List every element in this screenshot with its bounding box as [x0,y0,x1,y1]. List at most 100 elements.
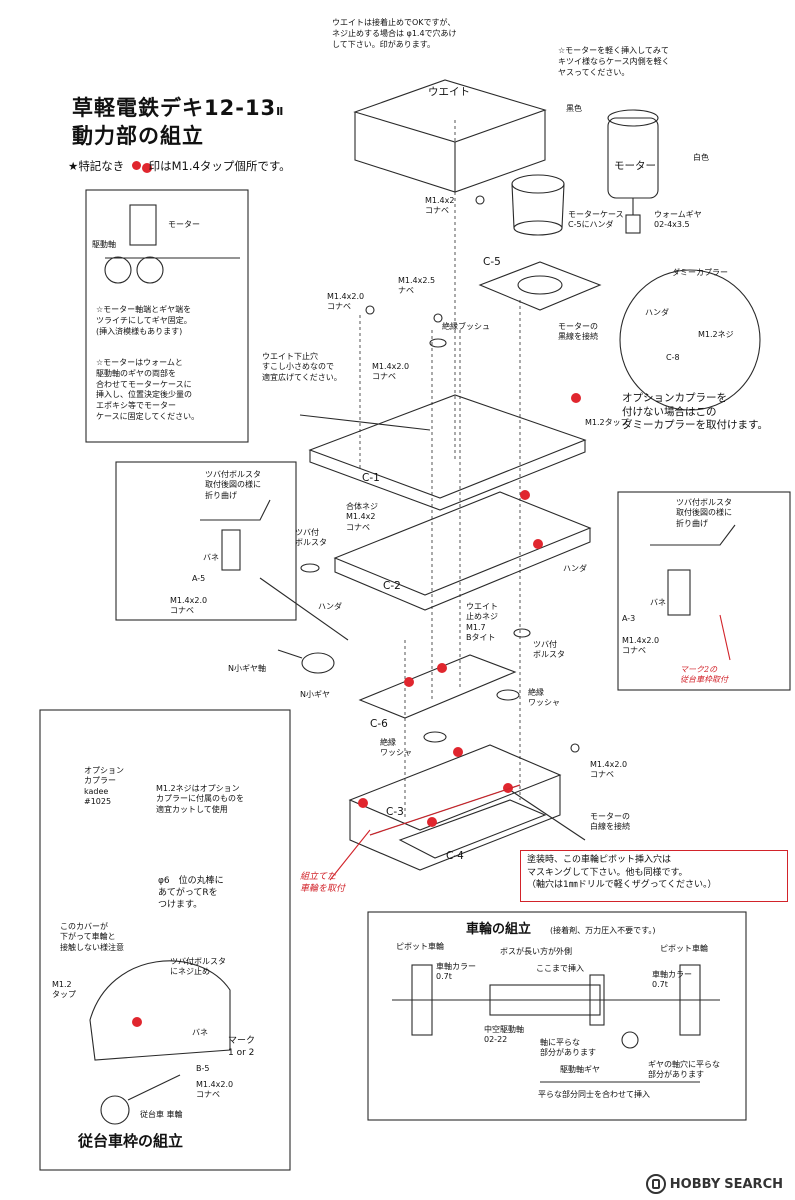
tap-dots [132,163,581,1027]
paint-note-box: 塗装時、この車輪ピボット挿入穴はマスキングして下さい。他も同様です。（軸穴は1㎜… [520,850,788,902]
box-motor-note1: ☆モーター軸端とギヤ端をツライチにしてギヤ固定。(挿入済模様もあります) [96,305,192,336]
motor-black-wire-label: モーターの黒線を接続 [558,322,598,342]
truck-box-title: 従台車枠の組立 [78,1132,184,1150]
insulated-bush-label: 絶縁ブッシュ [442,322,490,331]
watermark-brand2: SEARCH [724,1176,783,1192]
bolster-right-spring: バネ [650,598,666,607]
dummy-coupler-label: ダミーカプラー [672,268,728,277]
tap-dot [132,1017,142,1027]
title-line1: 草軽電鉄デキ12-13Ⅱ [72,96,285,120]
wheel-pivot-right: ピボット車輪 [660,944,708,953]
truck-m12-note: M1.2ネジはオプションカプラーに付属のものを適宜カットして使用 [156,784,244,814]
insulated-washer-l-label: 絶縁ワッシャ [380,738,412,758]
bolster-right-part: A-3 [622,614,636,623]
n-gear-label: N小ギヤ [300,690,330,699]
wheel-drive-gear: 駆動軸ギヤ [560,1065,600,1074]
handa2-label: ハンダ [563,564,587,573]
m12-screw-label: M1.2ネジ [698,330,734,339]
tsuba-bolster2-label: ツバ付ボルスタ [533,640,565,660]
motor-case [511,174,565,194]
bolster-left-spring: バネ [203,553,219,562]
wheel-press-in: ここまで挿入 [536,964,584,973]
tap-dot [358,798,368,808]
legend: ★特記なき 印はM1.4タップ個所です。 [68,159,291,173]
tap-dot [503,783,513,793]
c2-label: C-2 [383,580,401,592]
assemble-red-note: 組立てた車輪を取付 [300,872,346,894]
bolster [513,628,531,638]
box-drive-shaft-label: 駆動軸 [92,240,116,249]
insulated-washer [496,689,520,701]
c4-plate [398,799,547,859]
wheel-boss-note: ボスが長い方が外側 [500,947,572,956]
motor-insert-note: ☆モーターを軽く挿入してみてキツイ様ならケース内側を軽くヤスってください。 [558,46,670,77]
white-wire-label: 白色 [693,153,709,162]
insulated-bush [429,338,447,348]
truck-rod-note: φ6 位の丸棒にあてがってRをつけます。 [158,876,224,911]
red-guides [329,614,731,881]
wheel-bottom-note: 平らな部分同士を合わせて挿入 [538,1090,650,1099]
weight-glue-note: ウエイトは接着止めでOKですが、ネジ止めする場合は φ1.4で穴あけして下さい。… [332,18,457,49]
motor-label: モーター [614,160,656,172]
wheel-box-frame [367,911,747,1121]
hobbysearch-logo-icon [645,1174,666,1194]
box-motor-label: モーター [168,220,200,229]
tap-dot [533,539,543,549]
bolster-left-title: ツバ付ボルスタ取付後図の様に折り曲げ [205,470,261,500]
truck-spring: バネ [192,1028,208,1037]
screw [475,195,485,205]
truck-box-frame [39,709,291,1171]
handa3-label: ハンダ [318,602,342,611]
wheel-box-title-note: (接着剤、万力圧入不要です。) [550,926,656,935]
dummy-coupler-callout [619,269,761,411]
wheel-gear-hole-flat: ギヤの軸穴に平らな部分があります [648,1060,720,1080]
tap-dot [437,663,447,673]
bolster-left-part: A-5 [192,574,206,583]
c3-label: C-3 [386,806,404,818]
wheel-box-title: 車輪の組立 [466,922,532,937]
c5-plate [478,261,602,311]
screw [433,313,443,323]
c4-label: C-4 [446,850,464,862]
truck-wheel: 従台車 車輪 [140,1110,183,1119]
paint-note-text: 塗装時、この車輪ピボット挿入穴はマスキングして下さい。他も同様です。（軸穴は1㎜… [527,855,717,891]
black-wire-label: 黒色 [566,104,582,113]
n-gear-shaft-label: N小ギヤ軸 [228,664,266,673]
red-dot-icon [131,161,141,170]
motor-body [607,117,659,199]
mark2-red-note: マーク2の従台車枠取付 [680,665,728,685]
motor-box-frame [85,189,249,443]
bolster-right-title: ツバ付ボルスタ取付後図の様に折り曲げ [676,498,732,528]
tap-dot [404,677,414,687]
bolster-left-frame [115,461,297,621]
truck-bolster-screw: ツバ付ボルスタにネジ止め [170,957,226,977]
c1-label: C-1 [362,472,380,484]
screw [365,305,375,315]
tsuba-bolster-label: ツバ付ボルスタ [295,528,327,548]
truck-cover-note: このカバーが下がって車輪と接触しない様注意 [60,922,124,952]
m12-tap-label: M1.2タップ [585,418,629,427]
weight-hole-note: ウエイト下止穴すこし小さめなので適宜広げてください。 [262,352,342,382]
option-coupler-note: オプションカプラーを付けない場合はこのダミーカプラーを取付けます。 [622,392,768,432]
box-motor-note2: ☆モーターはウォームと駆動軸のギヤの両部を合わせてモーターケースに 挿入し、位置… [96,358,200,421]
n-gear [301,652,335,674]
wheel-flat-part: 軸に平らな部分があります [540,1038,596,1058]
tap-dot [453,747,463,757]
tap-dot [571,393,581,403]
